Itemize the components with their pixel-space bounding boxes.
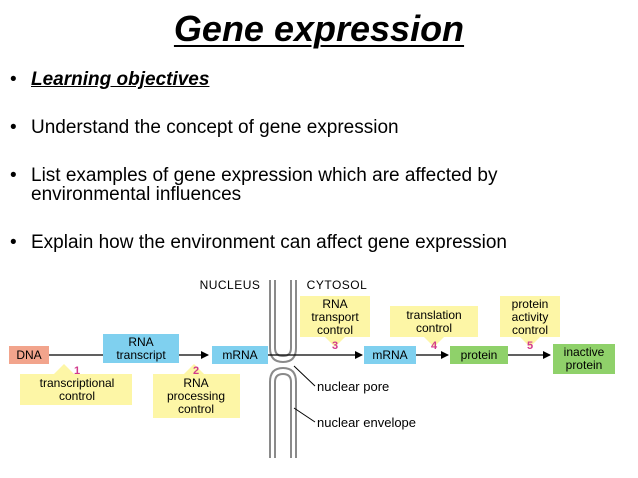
nucleus-label: NUCLEUS [200, 278, 261, 292]
control-number-3: 3 [332, 340, 338, 352]
control-label: activity [512, 310, 549, 324]
mrna-label: mRNA [222, 348, 257, 362]
bullet-text: Learning objectives [31, 69, 210, 90]
page-title: Gene expression [173, 8, 465, 49]
bullet-text: List examples of gene expression which a… [31, 165, 498, 186]
control-label: transcriptional [40, 376, 115, 390]
control-label: control [317, 323, 353, 337]
control-label: control [59, 389, 95, 403]
rna-transcript-label-2: transcript [116, 348, 166, 362]
leader-lines [293, 365, 316, 423]
mrna-box-cytosol: mRNA [364, 346, 416, 364]
gene-expression-diagram: NUCLEUS CYTOSOL DNA RNA transcript mRNA … [9, 278, 615, 458]
control-rna-processing: 2 RNA processing control [153, 364, 240, 418]
control-translation: translation control 4 [390, 306, 478, 352]
nuclear-envelope [269, 280, 297, 458]
bullet-text-continued: environmental influences [31, 184, 242, 205]
control-label: control [512, 323, 548, 337]
control-number-5: 5 [527, 340, 533, 352]
control-transcriptional: 1 transcriptional control [20, 364, 132, 405]
control-label: control [416, 321, 452, 335]
bullet-marker: • [10, 117, 17, 138]
mrna-box-nucleus: mRNA [212, 346, 268, 364]
inactive-protein-label-1: inactive [564, 345, 605, 359]
control-rna-transport: RNA transport control 3 [300, 296, 370, 352]
control-protein-activity: protein activity control 5 [500, 296, 560, 352]
rna-transcript-label-1: RNA [128, 335, 153, 349]
control-label: processing [167, 389, 225, 403]
control-label: RNA [183, 376, 208, 390]
rna-transcript-box: RNA transcript [103, 334, 179, 363]
control-label: transport [311, 310, 359, 324]
control-label: translation [406, 308, 461, 322]
control-number-1: 1 [74, 365, 80, 377]
nuclear-pore-label: nuclear pore [317, 379, 389, 394]
bullet-marker: • [10, 165, 17, 186]
dna-label: DNA [16, 348, 41, 362]
inactive-protein-label-2: protein [566, 358, 603, 372]
bullet-marker: • [10, 69, 17, 90]
mrna-label: mRNA [372, 348, 407, 362]
bullet-text: Understand the concept of gene expressio… [31, 117, 399, 138]
control-number-4: 4 [431, 340, 438, 352]
cytosol-label: CYTOSOL [307, 278, 368, 292]
inactive-protein-box: inactive protein [553, 344, 615, 374]
control-label: control [178, 402, 214, 416]
bullet-text: Explain how the environment can affect g… [31, 232, 508, 253]
dna-box: DNA [9, 346, 49, 364]
protein-box: protein [450, 346, 508, 364]
control-label: RNA [322, 297, 347, 311]
control-label: protein [512, 297, 549, 311]
nuclear-envelope-label: nuclear envelope [317, 415, 416, 430]
bullet-marker: • [10, 232, 17, 253]
protein-label: protein [461, 348, 498, 362]
control-number-2: 2 [193, 365, 199, 377]
